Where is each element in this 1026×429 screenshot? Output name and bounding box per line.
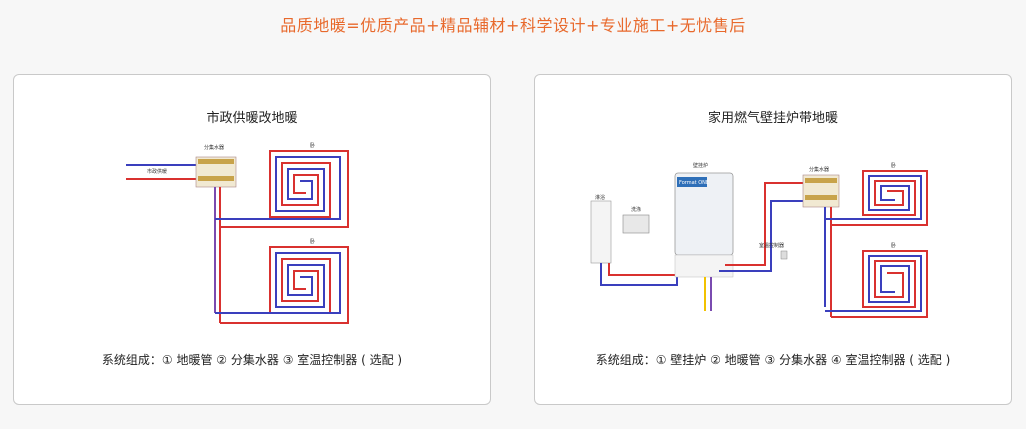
- panel-title: 市政供暖改地暖: [206, 111, 298, 126]
- manifold-bar-top: [805, 178, 837, 183]
- zone2-supply-loop: [220, 246, 349, 324]
- zone2-supply-loop: [831, 250, 928, 318]
- shower-label: 淋浴: [595, 194, 605, 201]
- manifold-bar-top: [198, 159, 234, 164]
- zone1-label: 卧: [891, 162, 896, 169]
- manifold-bar-bottom: [198, 176, 234, 181]
- source-label: 市政供暖: [147, 168, 167, 175]
- zone1-label: 卧: [310, 142, 315, 149]
- panel-caption: 系统组成：① 地暖管 ② 分集水器 ③ 室温控制器 ( 选配 ): [101, 353, 403, 367]
- boiler-brand-plate: [677, 177, 707, 187]
- boiler-supply-pipe: [725, 182, 803, 266]
- boiler-brand: Format ONE: [679, 180, 709, 186]
- thermostat-label: 室温控制器: [759, 242, 784, 249]
- gas-boiler-diagram: 淋浴 洗涤 Format ONE 壁挂炉 室温控制器 分集水器 卧: [590, 162, 928, 318]
- sink-icon: [622, 214, 650, 234]
- zone1-supply-loop: [831, 170, 928, 226]
- zone2-label: 卧: [891, 242, 896, 249]
- zone1-return-loop: [215, 156, 341, 220]
- manifold-label: 分集水器: [204, 144, 224, 151]
- domestic-cold-pipe: [600, 255, 678, 286]
- boiler-return-pipe: [719, 200, 803, 272]
- municipal-heating-diagram: 市政供暖 分集水器 卧 卧: [126, 142, 349, 324]
- zone1-return-loop: [825, 175, 922, 220]
- zone2-return-loop: [825, 255, 922, 312]
- zone1-supply-loop: [220, 150, 349, 228]
- manifold-label: 分集水器: [809, 166, 829, 173]
- manifold-bar-bottom: [805, 195, 837, 200]
- panel-caption: 系统组成：① 壁挂炉 ② 地暖管 ③ 分集水器 ④ 室温控制器 ( 选配 ): [595, 353, 951, 367]
- panel-title: 家用燃气壁挂炉带地暖: [707, 111, 838, 126]
- slogan-banner: 品质地暖=优质产品+精品辅材+科学设计+专业施工+无忧售后: [280, 16, 746, 35]
- thermostat-icon: [780, 250, 788, 260]
- sink-label: 洗涤: [631, 206, 641, 213]
- shower-icon: [590, 200, 612, 264]
- domestic-hot-pipe: [608, 255, 686, 276]
- panel-municipal-heating: 市政供暖改地暖 市政供暖 分集水器 卧 卧 系统组成：① 地暖管 ② 分集水器 …: [13, 74, 491, 405]
- boiler-label: 壁挂炉: [693, 162, 708, 169]
- panel-gas-boiler: 家用燃气壁挂炉带地暖 淋浴 洗涤 Format ONE 壁挂炉 室温控制器 分集…: [534, 74, 1012, 405]
- boiler-fittings: [674, 254, 734, 278]
- zone2-label: 卧: [310, 238, 315, 245]
- zone2-return-loop: [215, 252, 341, 314]
